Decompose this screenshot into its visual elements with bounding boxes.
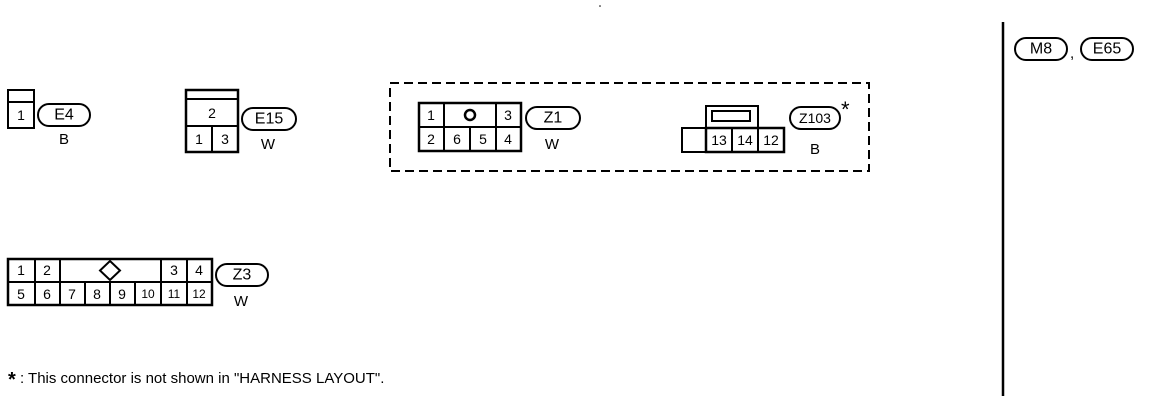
connector-z1-pin: 4: [504, 131, 512, 147]
connector-z3-tag: [215, 263, 269, 287]
connector-z103-pin: 14: [737, 132, 753, 148]
connector-z103-asterisk: *: [841, 97, 850, 122]
connector-z103-pin: 13: [711, 132, 727, 148]
connector-e4-tag: [37, 103, 91, 127]
connector-z103-id: Z103: [799, 110, 831, 126]
connector-z103-pin: 12: [763, 132, 779, 148]
side-tag: [1080, 37, 1134, 61]
connector-z3-pin: 2: [43, 262, 51, 278]
connector-e15-pin: 3: [221, 131, 229, 147]
connector-z103: 13 14 12 Z103 * B: [681, 97, 850, 158]
connector-e4-header: [7, 89, 35, 103]
connector-e15-color: W: [261, 136, 276, 153]
connector-z103-tag: [789, 106, 841, 130]
connector-z1-tag: [525, 106, 581, 130]
connector-e4: 1 E4 B: [7, 89, 91, 148]
connector-z1-locator-icon: [463, 108, 477, 122]
connector-e15: 2 1 3 E15 W: [184, 88, 297, 154]
connector-z3-pin: 3: [170, 262, 178, 278]
footnote: * : This connector is not shown in "HARN…: [8, 369, 384, 392]
connector-z103-color: B: [810, 141, 820, 158]
footnote-asterisk: *: [8, 369, 16, 391]
connector-e15-pin: 2: [208, 105, 216, 121]
connector-e4-pin: 1: [17, 107, 25, 123]
connector-z3-pin: 9: [118, 286, 126, 302]
side-separator: ,: [1070, 45, 1074, 62]
connector-z3-pin: 5: [17, 286, 25, 302]
connector-z103-pin-row: [704, 126, 786, 154]
side-panel: M8 , E65: [1014, 37, 1134, 62]
stray-dot: [599, 5, 601, 7]
connector-z3-pin: 4: [195, 262, 203, 278]
connector-z3: 1 2 3 4 5 6 7 8 9 10 11 12 Z3 W: [6, 257, 269, 310]
connector-z1-pin: 6: [453, 131, 461, 147]
connector-z1-pin: 5: [479, 131, 487, 147]
connector-z3-color: W: [234, 293, 249, 310]
connector-e4-color: B: [59, 131, 69, 148]
side-tag: [1014, 37, 1068, 61]
connector-e15-id: E15: [255, 111, 284, 128]
connector-z3-diamond-icon: [98, 259, 122, 282]
dashed-group-box: [389, 82, 870, 172]
connector-z1-pin: 3: [504, 107, 512, 123]
connector-z3-pin: 12: [192, 287, 206, 301]
connector-z1-id: Z1: [544, 110, 563, 127]
connector-z103-blank-cell: [681, 127, 707, 153]
connector-e15-tag: [241, 107, 297, 131]
connector-z3-pin: 11: [168, 287, 181, 301]
side-tag-label: M8: [1030, 41, 1052, 58]
connector-z1: 1 3 2 6 5 4 Z1 W: [417, 101, 581, 153]
connector-z3-pin: 6: [43, 286, 51, 302]
connector-e15-pin: 1: [195, 131, 203, 147]
connector-z103-latch-icon: [711, 110, 751, 122]
side-tag-label: E65: [1093, 41, 1122, 58]
connector-z1-pin: 1: [427, 107, 435, 123]
connector-z3-pin: 8: [93, 286, 101, 302]
footnote-text: : This connector is not shown in "HARNES…: [19, 370, 385, 387]
connector-e4-id: E4: [54, 107, 74, 124]
connector-z1-pin: 2: [427, 131, 435, 147]
connector-z3-pin: 7: [68, 286, 76, 302]
connector-z3-id: Z3: [233, 267, 252, 284]
connector-e4-pin-cell: [7, 101, 35, 129]
connector-z3-pin: 1: [17, 262, 25, 278]
connector-z1-color: W: [545, 136, 560, 153]
connector-z3-pin: 10: [141, 287, 155, 301]
